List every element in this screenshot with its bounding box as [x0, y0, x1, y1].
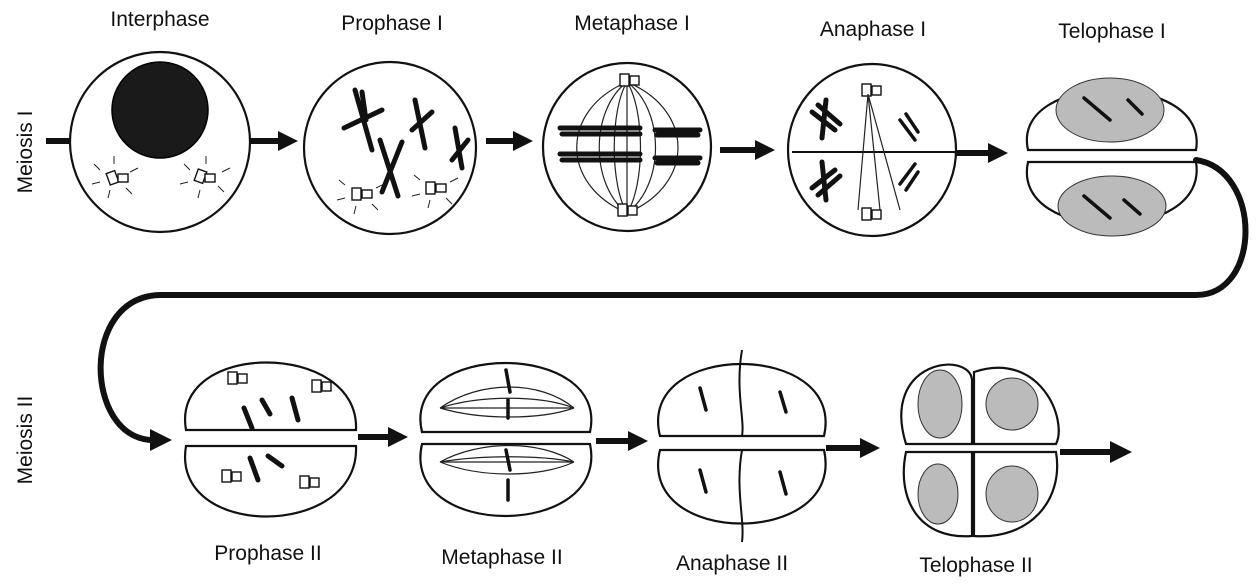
cell-metaphase-two: [420, 363, 591, 516]
cell-prophase-one: [304, 62, 476, 234]
flow-arrow-8: [1060, 441, 1132, 463]
cell-telophase-one: [1027, 78, 1197, 236]
centrosome-top-right: [312, 380, 331, 392]
cell-anaphase-two: [658, 350, 826, 542]
cell-metaphase-one: [543, 63, 711, 231]
connector-arrowhead: [150, 429, 172, 451]
centrosome-bottom-right: [300, 476, 319, 488]
nucleus: [112, 62, 208, 158]
nucleus-3: [918, 464, 958, 524]
flow-arrow-2: [486, 131, 533, 151]
spindle-pole-top: [620, 74, 639, 86]
spindle-pole-bottom: [862, 208, 881, 220]
flow-arrow-1: [246, 131, 298, 151]
spindle-pole-bottom: [618, 204, 637, 216]
cell-telophase-two: [901, 365, 1058, 537]
cell-interphase: [70, 52, 250, 232]
nucleus-bottom: [1058, 176, 1166, 236]
nucleus-2: [986, 378, 1038, 430]
spindle-pole-top: [862, 84, 881, 96]
nucleus-top: [1056, 78, 1164, 142]
flow-arrow-3: [720, 140, 775, 160]
nucleus-4: [986, 466, 1038, 522]
cell-anaphase-one: [788, 64, 956, 236]
flow-arrow-5: [358, 427, 408, 447]
nucleus-1: [918, 370, 962, 438]
centrosome-top-left: [228, 372, 247, 384]
cell-prophase-two: [185, 363, 356, 517]
centrosome-bottom-left: [222, 470, 241, 482]
flow-arrow-4: [956, 143, 1008, 163]
flow-arrow-7: [826, 438, 880, 458]
flow-arrow-6: [596, 431, 648, 451]
